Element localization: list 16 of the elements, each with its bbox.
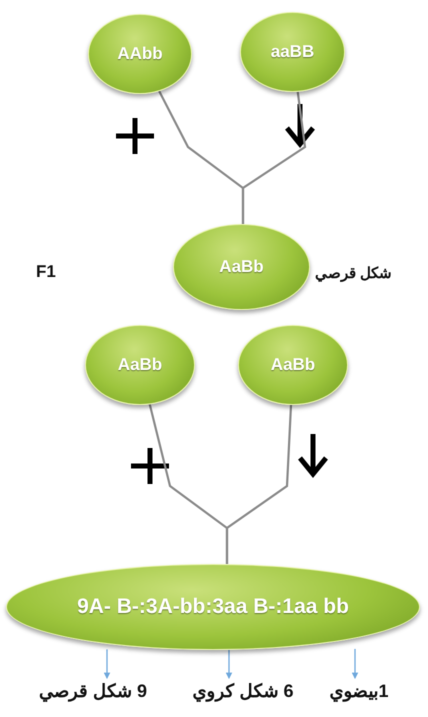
genotype-text: AaBb: [118, 355, 162, 375]
leader-arrow: [352, 648, 358, 680]
genotype-text: AaBb: [270, 355, 316, 375]
connector-line: [226, 404, 292, 564]
leader-arrow: [104, 649, 110, 680]
connector-line: [242, 92, 306, 224]
phenotype-text: 6 شكل كروي: [192, 680, 294, 702]
phenotype-text: 1بيضوي: [329, 680, 388, 702]
phenotype-text: 9 شكل قرصي: [38, 680, 148, 702]
genotype-text: AAbb: [117, 44, 163, 64]
generation-label: F1: [36, 262, 56, 282]
genotype-text: aaBB: [270, 42, 314, 62]
phenotype-text: شكل قرصي: [315, 264, 392, 282]
leader-arrow: [226, 650, 232, 680]
genotype-text: 9A- B-:3A-bb:3aa B-:1aa bb: [77, 595, 349, 619]
genotype-text: AaBb: [219, 257, 264, 277]
